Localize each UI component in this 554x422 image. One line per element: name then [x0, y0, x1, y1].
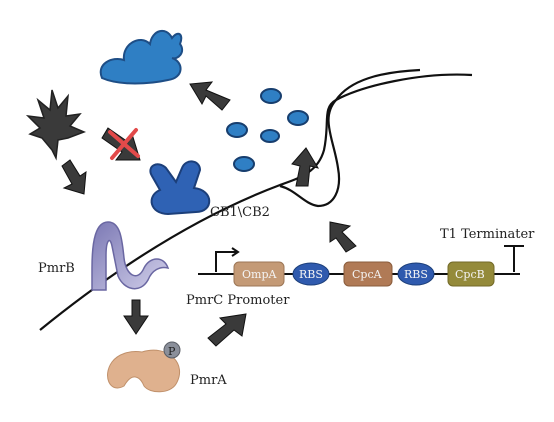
cell-membrane — [39, 68, 473, 331]
terminator-icon — [504, 245, 524, 272]
arrow-pmrb-to-pmra-icon — [123, 299, 149, 335]
membrane-pocket — [279, 99, 341, 208]
rbs-2-label: RBS — [404, 268, 428, 281]
receptor-label: CB1\CB2 — [210, 205, 270, 220]
bubble — [260, 129, 280, 143]
cannabis-leaf-icon — [25, 89, 87, 161]
gene-cpcb-label: CpcB — [455, 268, 485, 281]
gene-ompa-label: OmpA — [242, 268, 277, 281]
gene-cpcb — [447, 261, 495, 287]
bubble — [226, 122, 248, 138]
dye-cloud-icon — [99, 29, 184, 85]
promoter-icon — [215, 251, 236, 272]
arrow-to-cloud-icon — [189, 81, 231, 111]
pmra-regulator-icon — [107, 349, 181, 393]
phosphate-label: P — [168, 345, 176, 358]
blocked-arrow-icon — [101, 127, 141, 161]
gene-ompa — [233, 261, 285, 287]
arrow-gene-to-membrane-icon — [329, 221, 357, 253]
promoter-label: PmrC Promoter — [186, 293, 290, 308]
rbs-1 — [292, 262, 330, 286]
pmrb-label: PmrB — [38, 261, 75, 276]
bubble — [287, 110, 309, 126]
gene-cpca — [343, 261, 393, 287]
rbs-1-label: RBS — [299, 268, 323, 281]
pigment-bubbles — [226, 88, 309, 172]
arrow-leaf-to-pmrb-icon — [61, 159, 87, 195]
arrow-exit-cell-icon — [291, 147, 320, 187]
arrow-pmra-to-promoter-icon — [207, 313, 247, 347]
bubble — [260, 88, 282, 104]
phosphate-icon — [163, 341, 181, 359]
bubble — [233, 156, 255, 172]
cb-receptor-icon — [149, 160, 211, 216]
pmrb-sensor-icon — [91, 221, 170, 291]
rbs-2 — [397, 262, 435, 286]
pmra-label: PmrA — [190, 373, 227, 388]
promoter-arrowhead — [231, 247, 240, 257]
gene-cpca-label: CpcA — [352, 268, 383, 281]
terminator-label: T1 Terminater — [440, 227, 535, 242]
